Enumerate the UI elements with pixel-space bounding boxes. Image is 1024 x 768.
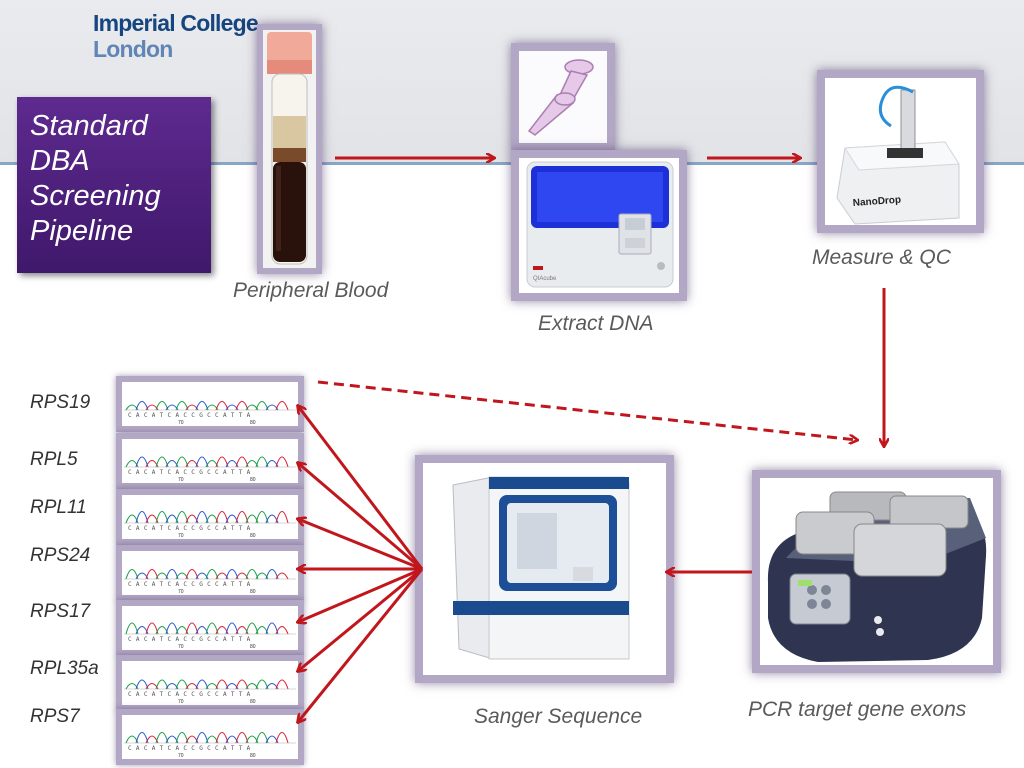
svg-text:80: 80 bbox=[250, 477, 256, 483]
qiacube-brand-label: QIAcube bbox=[533, 276, 557, 282]
slide-title-box: Standard DBA Screening Pipeline bbox=[17, 97, 211, 273]
step-label-sanger: Sanger Sequence bbox=[474, 705, 643, 728]
logo-line-2: London bbox=[93, 36, 173, 62]
qiacube-image: QIAcube bbox=[511, 150, 687, 301]
svg-text:80: 80 bbox=[250, 753, 256, 759]
pcr-machine-icon bbox=[760, 478, 993, 665]
gene-label: RPL35a bbox=[30, 658, 99, 679]
step-label-blood: Peripheral Blood bbox=[233, 279, 389, 302]
qiacube-instrument-icon: QIAcube bbox=[519, 158, 679, 293]
gene-label: RPL11 bbox=[30, 497, 87, 518]
svg-text:70: 70 bbox=[178, 533, 184, 539]
svg-text:CACATCACCGCCATTA: CACATCACCGCCATTA bbox=[128, 469, 255, 476]
nanodrop-brand-label: NanoDrop bbox=[852, 195, 901, 209]
arrow-sanger-to-gene-7 bbox=[298, 568, 424, 722]
svg-text:CACATCACCGCCATTA: CACATCACCGCCATTA bbox=[128, 636, 255, 643]
svg-text:70: 70 bbox=[178, 699, 184, 705]
blood-tube-icon bbox=[263, 30, 316, 268]
svg-text:80: 80 bbox=[250, 420, 256, 426]
slide-title: Standard DBA Screening Pipeline bbox=[30, 110, 161, 247]
arrow-sanger-to-gene-3 bbox=[298, 519, 423, 571]
svg-text:70: 70 bbox=[178, 644, 184, 650]
svg-text:CACATCACCGCCATTA: CACATCACCGCCATTA bbox=[128, 412, 255, 419]
svg-text:80: 80 bbox=[250, 533, 256, 539]
svg-text:CACATCACCGCCATTA: CACATCACCGCCATTA bbox=[128, 581, 255, 588]
sanger-sequencer-image bbox=[415, 455, 674, 683]
nanodrop-instrument-icon: NanoDrop bbox=[825, 78, 976, 225]
svg-text:70: 70 bbox=[178, 420, 184, 426]
gene-label: RPS17 bbox=[30, 601, 91, 622]
step-label-measure: Measure & QC bbox=[812, 246, 951, 269]
gene-label: RPL5 bbox=[30, 449, 78, 470]
arrow-sanger-to-gene-1 bbox=[298, 406, 424, 570]
svg-text:CACATCACCGCCATTA: CACATCACCGCCATTA bbox=[128, 525, 255, 532]
sanger-sequencer-icon bbox=[423, 463, 666, 675]
gene-label: RPS19 bbox=[30, 392, 91, 413]
svg-text:70: 70 bbox=[178, 753, 184, 759]
pipette-tip-icon bbox=[519, 51, 607, 143]
imperial-college-logo: Imperial College London bbox=[93, 10, 259, 62]
step-label-pcr: PCR target gene exons bbox=[748, 698, 967, 721]
arrow-direct-to-pcr-dashed bbox=[317, 380, 857, 440]
svg-text:70: 70 bbox=[178, 589, 184, 595]
svg-text:80: 80 bbox=[250, 644, 256, 650]
pcr-thermocycler-image bbox=[752, 470, 1001, 673]
svg-text:80: 80 bbox=[250, 699, 256, 705]
gene-label: RPS7 bbox=[30, 706, 80, 727]
svg-text:70: 70 bbox=[178, 477, 184, 483]
nanodrop-image: NanoDrop bbox=[817, 70, 984, 233]
svg-text:80: 80 bbox=[250, 589, 256, 595]
arrow-sanger-to-gene-5 bbox=[298, 567, 423, 622]
arrow-sanger-to-gene-6 bbox=[298, 567, 423, 671]
arrow-sanger-to-gene-2 bbox=[298, 463, 423, 571]
step-label-extract: Extract DNA bbox=[538, 312, 654, 335]
logo-line-1: Imperial College bbox=[93, 10, 259, 36]
svg-text:CACATCACCGCCATTA: CACATCACCGCCATTA bbox=[128, 745, 255, 752]
blood-tube-image bbox=[257, 24, 322, 274]
svg-text:CACATCACCGCCATTA: CACATCACCGCCATTA bbox=[128, 691, 255, 698]
gene-label: RPS24 bbox=[30, 545, 91, 566]
pipette-tip-image bbox=[511, 43, 615, 151]
